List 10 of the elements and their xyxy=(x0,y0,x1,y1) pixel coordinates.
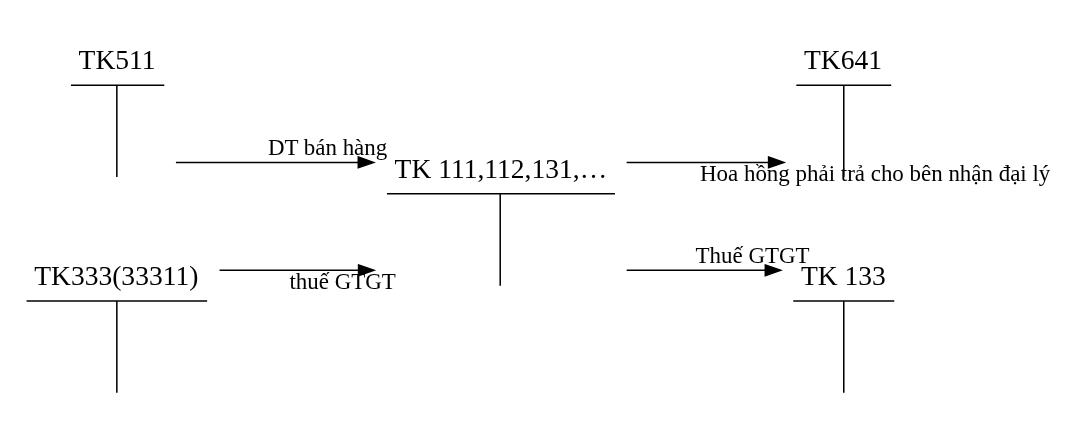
edge-label: thuế GTGT xyxy=(289,268,396,294)
arrow xyxy=(175,155,376,169)
node-text: TK333(33311) xyxy=(34,259,199,291)
arrow xyxy=(625,263,783,277)
arrow xyxy=(625,155,787,169)
node-text: TK641 xyxy=(803,43,882,75)
node-text: TK 111,112,131,… xyxy=(394,152,608,184)
arrow xyxy=(218,263,377,277)
node-text: TK511 xyxy=(78,43,156,75)
edge-label: DT bán hàng xyxy=(267,134,388,160)
